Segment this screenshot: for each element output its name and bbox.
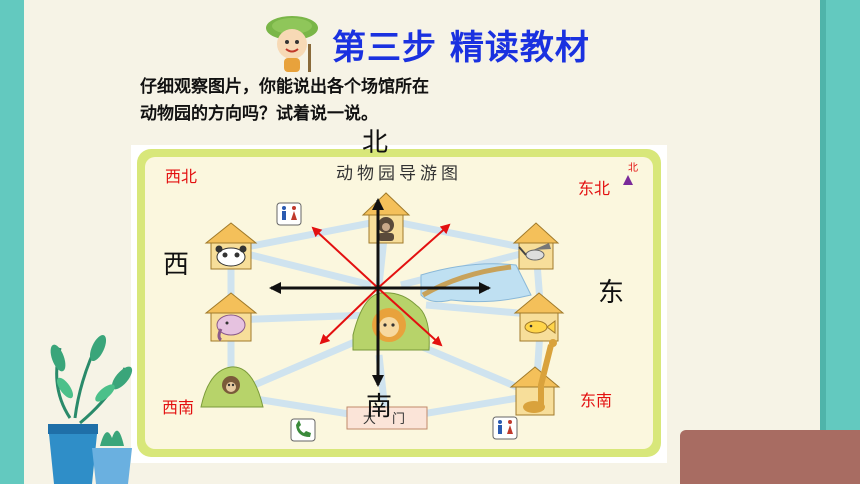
bridge [421,264,512,298]
label-southeast: 东南 [580,391,613,410]
label-east: 东 [598,278,625,308]
phone-icon [296,420,311,437]
southwest-hill [200,366,264,408]
question-line-2: 动物园的方向吗？试着说一说。 [140,104,378,124]
restroom-icon [282,206,297,220]
compass-label: 北 [628,162,638,174]
label-north: 北 [362,128,389,158]
elephant-icon [216,314,246,342]
red-arrows [311,223,451,347]
potted-plant-icon [48,335,133,484]
mascot-icon [266,16,318,72]
zoo-map: 动物园导游图 北 [131,145,667,463]
pavilion-elephant [204,292,258,342]
main-gate: 大 门 [346,406,428,430]
black-arrows [269,198,491,387]
restroom-north [276,202,302,226]
title-bar: 第三步 精读教材 [262,14,590,74]
lake [420,263,532,303]
panda-icon [215,245,247,267]
monkey-icon [222,376,240,394]
pavilion-east [513,292,565,342]
label-northeast: 东北 [578,179,611,198]
label-northwest: 西北 [165,167,198,186]
label-west: 西 [163,250,190,280]
compass: 北 [623,162,638,185]
label-southwest: 西南 [162,398,195,417]
question-text: 仔细观察图片，你能说出各个场馆所在 动物园的方向吗？试着说一说。 [140,74,560,128]
pavilion-southeast [509,339,561,416]
pavilion-west [204,222,258,270]
right-decor-stripe [820,0,860,484]
restroom-icon [498,420,513,434]
map-title: 动物园导游图 [336,164,462,184]
question-line-1: 仔细观察图片，你能说出各个场馆所在 [140,77,429,97]
bird-icon [518,243,551,261]
page-title: 第三步 精读教材 [332,27,590,68]
phone-booth [290,418,316,442]
left-decor-stripe [0,0,24,484]
floor-decor [680,430,860,484]
pavilion-northeast [512,222,560,270]
label-south: 南 [366,392,393,422]
pavilion-north [361,192,411,244]
lion-icon [372,308,406,342]
gate-label: 大 门 [363,412,411,427]
fish-icon [524,320,556,334]
gorilla-icon [378,217,394,241]
giraffe-icon [523,339,557,413]
restroom-south [492,416,518,440]
compass-arrow-icon [623,175,633,185]
